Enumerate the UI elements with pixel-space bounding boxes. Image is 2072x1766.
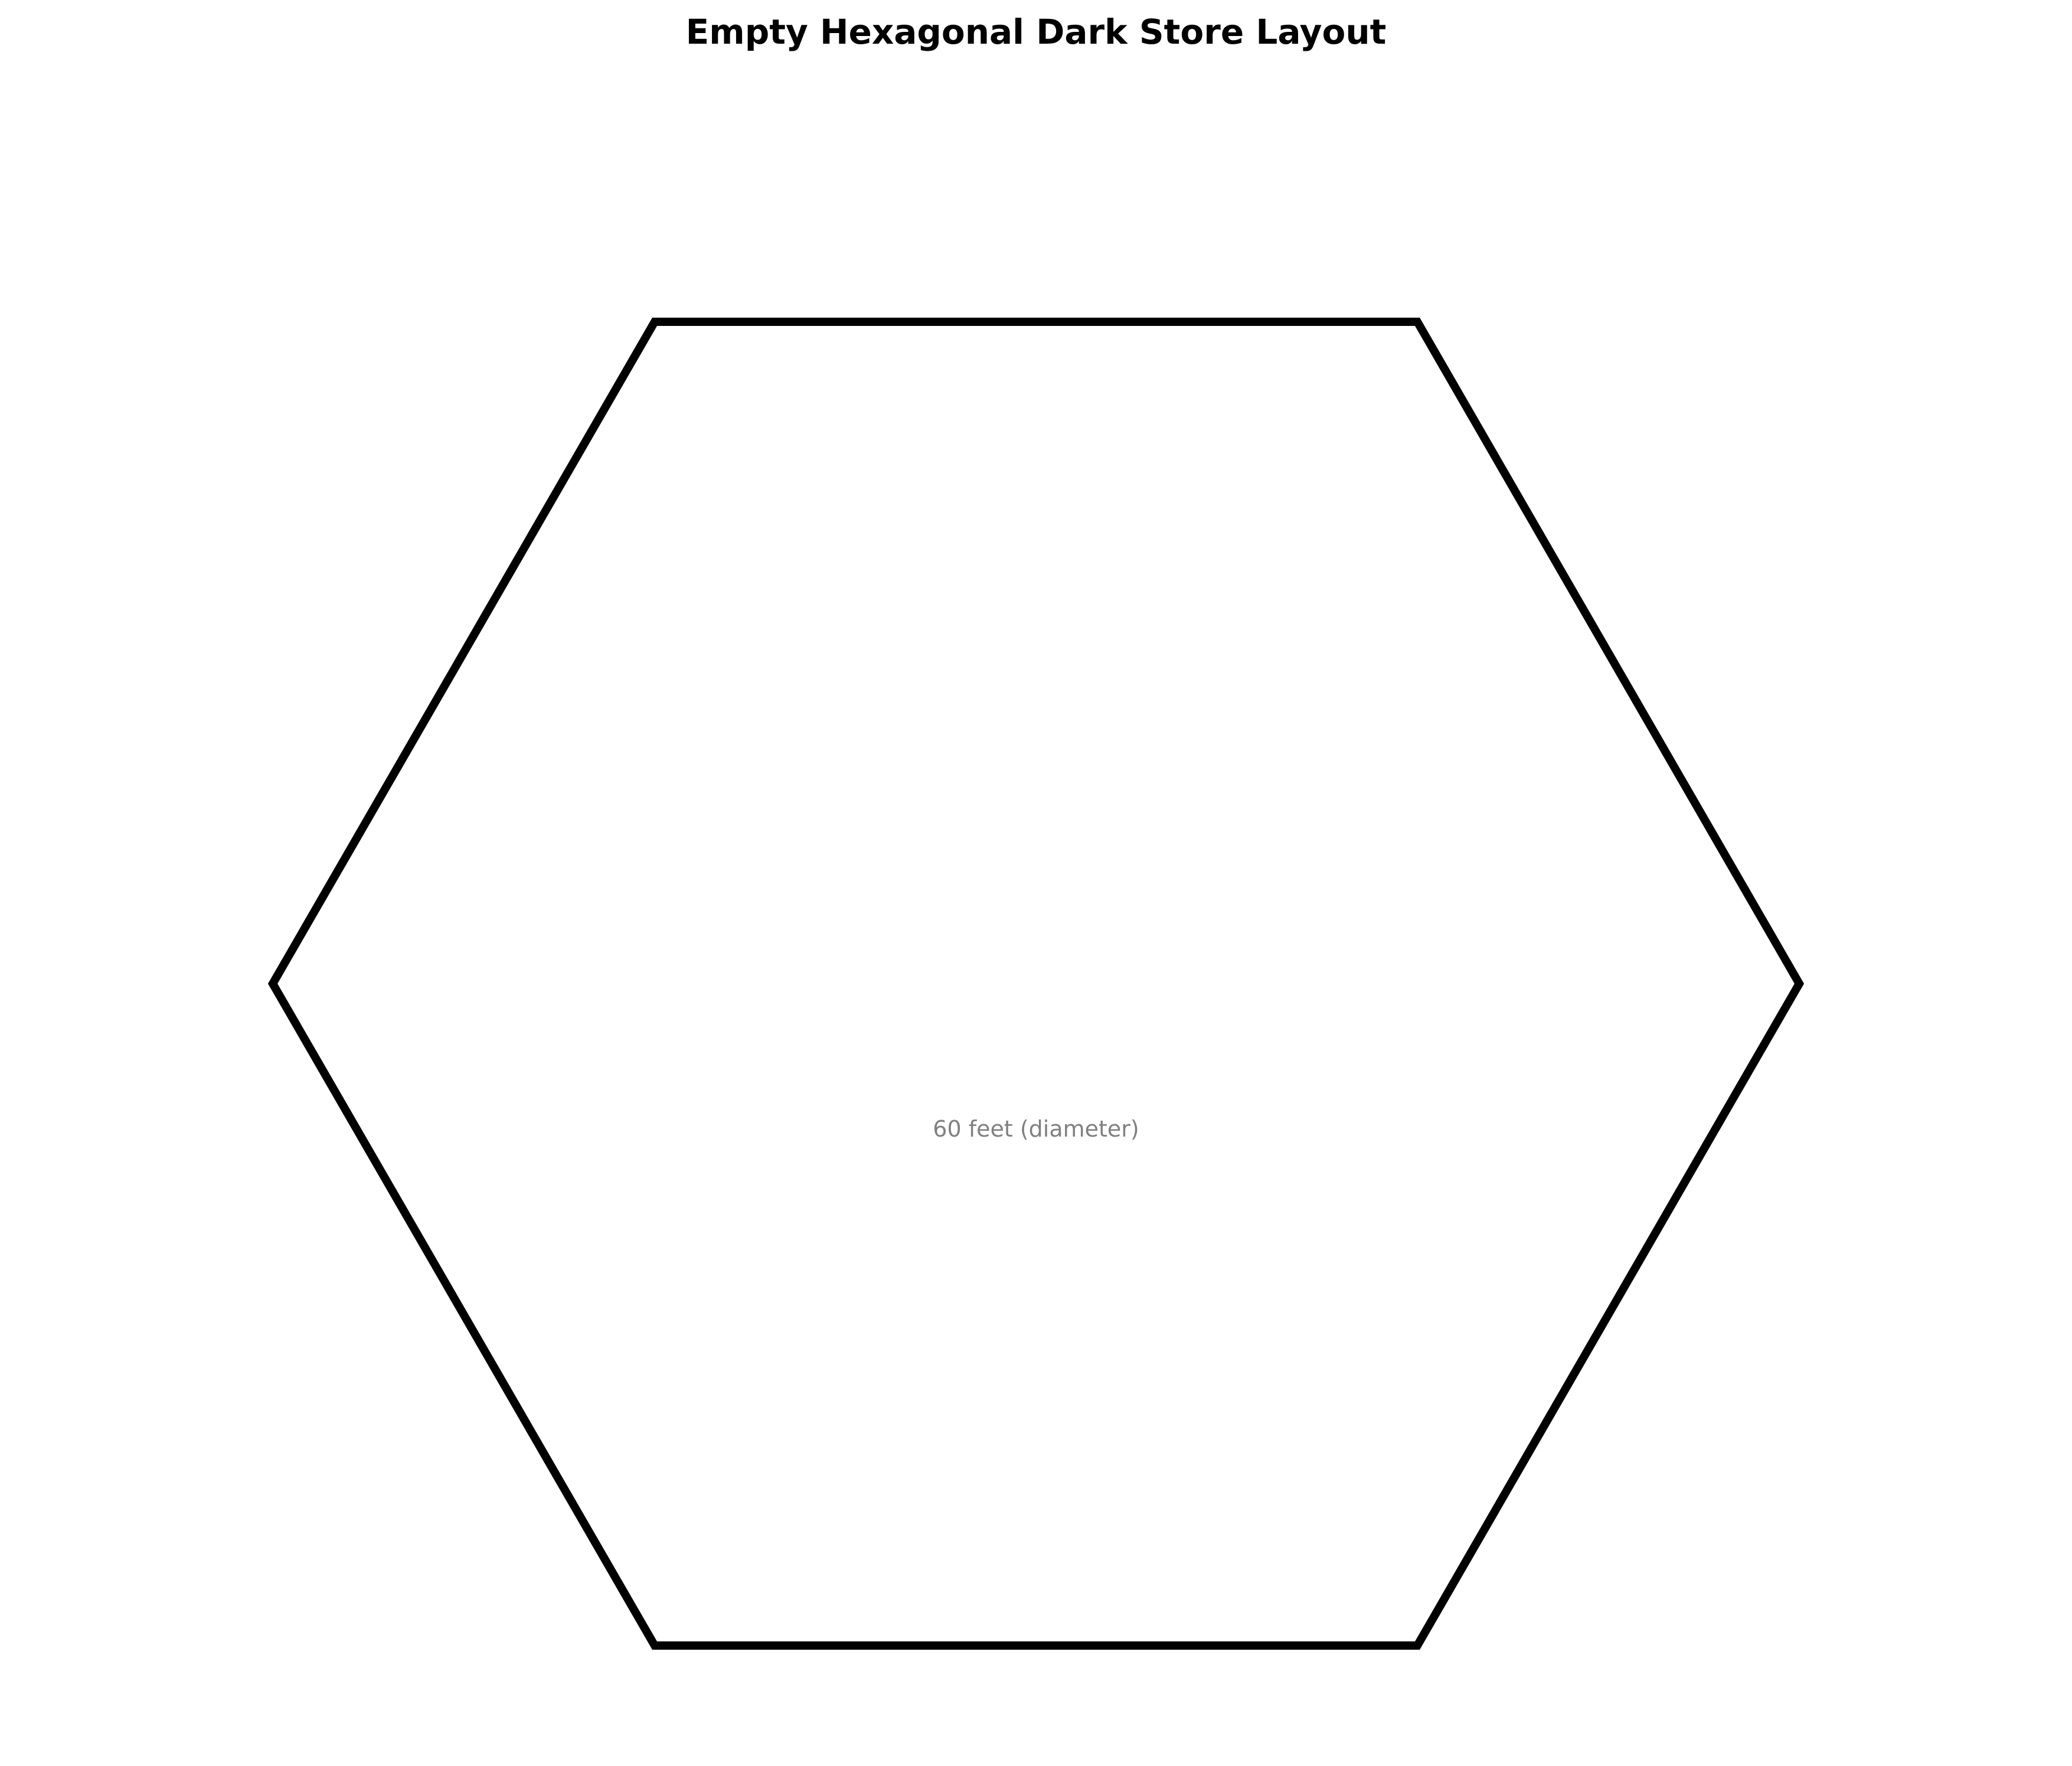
- diameter-label: 60 feet (diameter): [933, 1116, 1139, 1142]
- page-title: Empty Hexagonal Dark Store Layout: [686, 12, 1387, 52]
- store-outline-hexagon: [267, 318, 1805, 1650]
